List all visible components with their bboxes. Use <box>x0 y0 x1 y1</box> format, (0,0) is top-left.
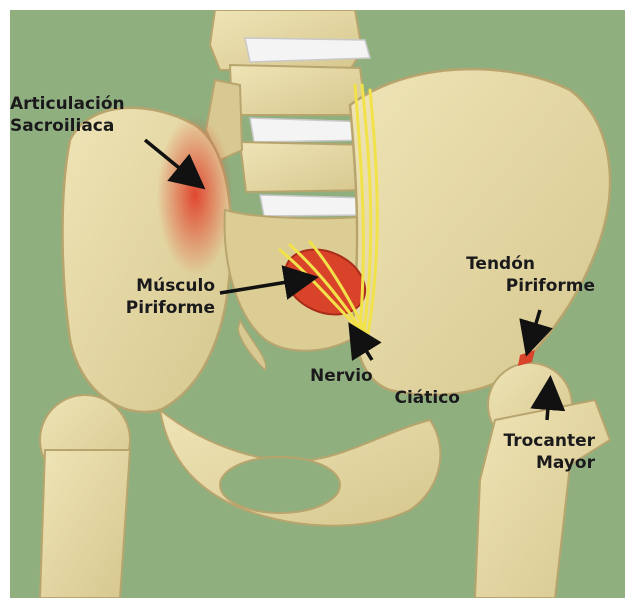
piriformis-tendon-label: Tendón Piriforme <box>430 253 595 297</box>
anatomy-illustration: Articulación Sacroiliaca Músculo Pirifor… <box>10 10 625 598</box>
right-femur <box>475 350 610 598</box>
label-line: Sacroiliaca <box>10 115 125 137</box>
label-line: Músculo <box>95 275 215 297</box>
obturator-foramen <box>220 457 340 513</box>
right-ilium <box>350 69 610 395</box>
left-ilium <box>63 108 234 412</box>
label-line: Nervio <box>310 365 460 387</box>
label-line: Mayor <box>465 452 595 474</box>
label-line: Trocanter <box>465 430 595 452</box>
intervertebral-disc <box>260 195 370 216</box>
left-femur <box>40 395 130 598</box>
piriformis-muscle-label: Músculo Piriforme <box>95 275 215 319</box>
label-line: Ciático <box>310 387 460 409</box>
label-line: Articulación <box>10 93 125 115</box>
label-line: Tendón <box>430 253 595 275</box>
sacroiliac-joint-highlight <box>157 115 233 275</box>
pubis <box>160 410 440 526</box>
label-line: Piriforme <box>95 297 215 319</box>
label-line: Piriforme <box>430 275 595 297</box>
sciatic-nerve-label: Nervio Ciático <box>310 365 460 409</box>
greater-trochanter-label: Trocanter Mayor <box>465 430 595 474</box>
sacroiliac-joint-label: Articulación Sacroiliaca <box>10 93 125 137</box>
intervertebral-disc <box>245 38 370 62</box>
